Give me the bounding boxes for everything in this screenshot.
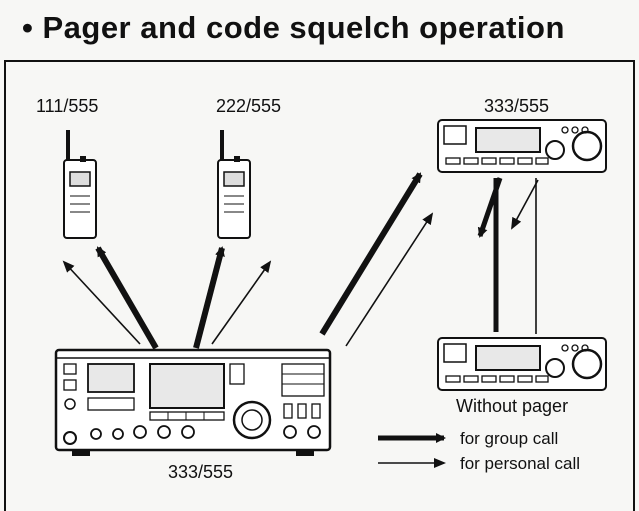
legend-personal-label: for personal call xyxy=(460,454,581,473)
label-base-station: 333/555 xyxy=(168,462,234,482)
handheld-radio-left xyxy=(63,130,97,239)
base-station-transceiver xyxy=(54,348,332,456)
label-mobile-bottom: Without pager xyxy=(456,396,569,416)
title-divider xyxy=(4,60,635,62)
label-mobile-top: 333/555 xyxy=(484,96,550,116)
legend-group-label: for group call xyxy=(460,429,559,448)
label-handheld-right: 222/555 xyxy=(216,96,282,116)
mobile-radio-bottom xyxy=(437,337,607,391)
group-call-arrows xyxy=(95,172,503,350)
page-title: • Pager and code squelch operation xyxy=(22,10,565,45)
label-handheld-left: 111/555 xyxy=(36,96,99,116)
personal-call-arrows xyxy=(62,178,539,347)
mobile-radio-top xyxy=(437,119,607,173)
frame-right-border xyxy=(633,60,635,511)
frame-left-border xyxy=(4,60,6,511)
handheld-radio-right xyxy=(217,130,251,239)
